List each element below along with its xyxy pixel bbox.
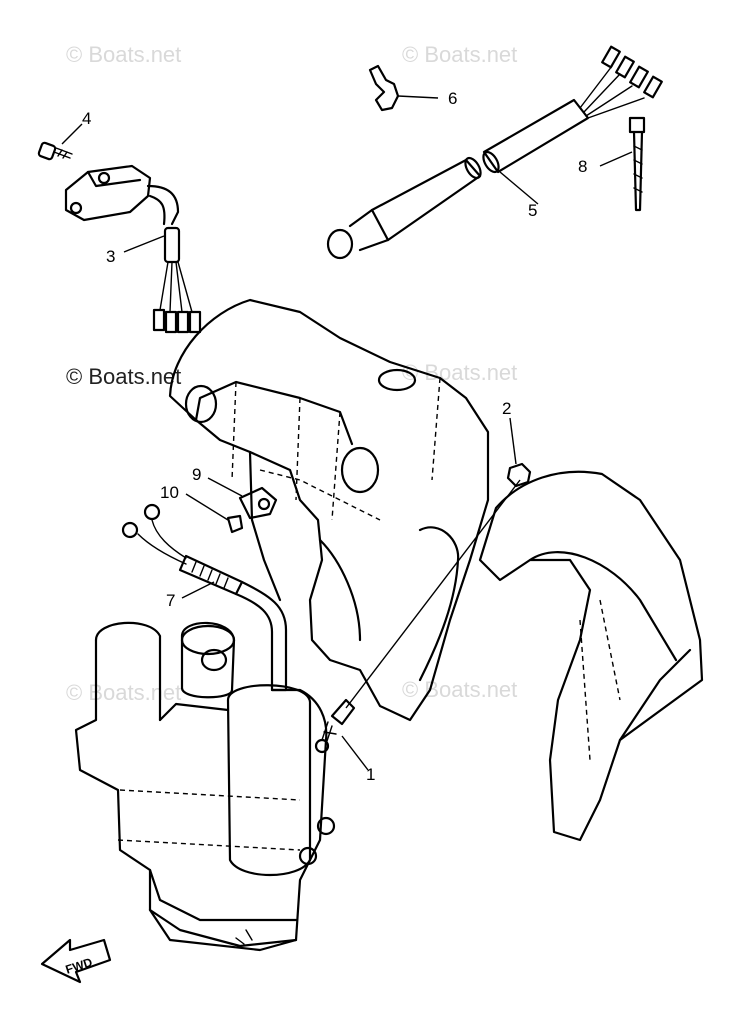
callout-6: 6 — [448, 89, 457, 108]
watermark-low-right: © Boats.net — [402, 677, 517, 702]
harness-part-5 — [326, 45, 663, 260]
trim-tilt-unit — [74, 621, 336, 952]
callout-7: 7 — [166, 591, 175, 610]
bolt-part-4 — [37, 141, 73, 161]
callout-9: 9 — [192, 465, 201, 484]
callout-4: 4 — [82, 109, 91, 128]
watermark-low-left: © Boats.net — [66, 680, 181, 705]
lead-wire-part-7 — [121, 503, 288, 692]
fwd-arrow-icon: FWD — [40, 938, 112, 984]
nut-part-2 — [506, 462, 532, 488]
callout-5: 5 — [528, 201, 537, 220]
cable-tie-part-8 — [628, 116, 646, 212]
callout-10: 10 — [160, 483, 179, 502]
callout-2: 2 — [502, 399, 511, 418]
callout-3: 3 — [106, 247, 115, 266]
callout-8: 8 — [578, 157, 587, 176]
clamp-bracket — [478, 470, 704, 842]
clamp-part-9 — [238, 486, 278, 520]
screw-part-10 — [226, 514, 244, 534]
switch-part-3 — [64, 164, 202, 334]
swivel-bracket — [168, 298, 490, 722]
watermark-top-left: © Boats.net — [66, 42, 181, 67]
watermark-mid-left: © Boats.net — [66, 364, 181, 389]
watermark-top-right: © Boats.net — [402, 42, 517, 67]
clip-part-6 — [368, 64, 400, 112]
callout-1: 1 — [366, 765, 375, 784]
fwd-label: FWD — [64, 955, 95, 977]
